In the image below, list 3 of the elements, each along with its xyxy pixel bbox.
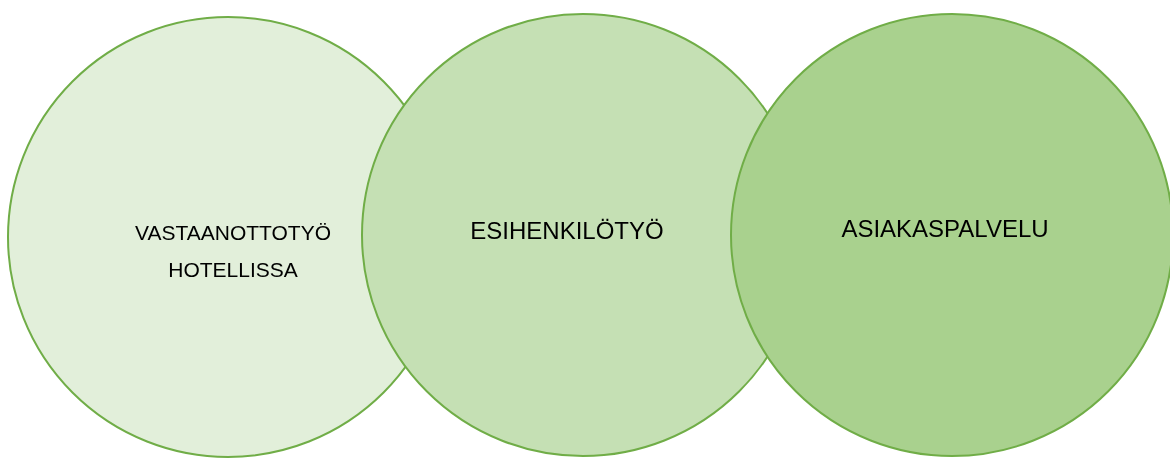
circle-label: ASIAKASPALVELU xyxy=(840,214,1050,245)
circle-label: VASTAANOTTOTYÖ HOTELLISSA xyxy=(134,220,332,283)
circle-label: ESIHENKILÖTYÖ xyxy=(469,216,665,247)
